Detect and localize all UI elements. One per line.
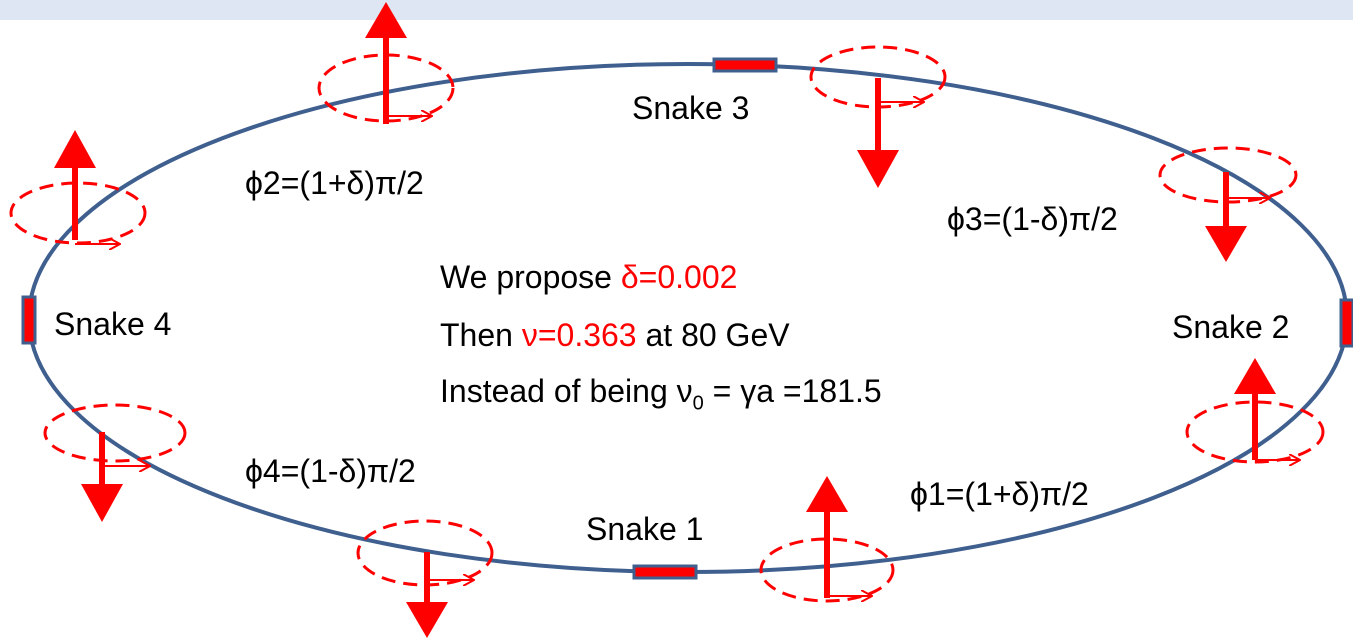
snake-2-marker [1339,298,1353,348]
proposal-line: We propose δ=0.002 [440,261,737,293]
bottom-text-clip [0,617,1353,639]
tune-value: ν=0.363 [521,317,637,353]
spin-down-arrowhead-icon [1205,226,1247,262]
title-bar [0,0,1353,20]
snake-4-label: Snake 4 [54,306,172,342]
comparison-suffix: = γa =181.5 [703,373,882,409]
spin-group-top-left [317,2,455,124]
precession-ellipse-icon [356,519,494,587]
spin-up-arrowhead-icon [806,476,848,512]
spin-group-bottom-left [356,519,494,638]
spin-group-bottom-right [759,476,895,603]
proposal-prefix: We propose [440,259,621,295]
precession-ellipse-icon [1185,400,1325,464]
spin-down-arrowhead-icon [81,484,123,522]
spin-down-arrowhead-icon [857,150,899,188]
tune-suffix: at 80 GeV [636,317,790,353]
tune-line: Then ν=0.363 at 80 GeV [440,319,790,351]
spin-down-arrowhead-icon [406,602,448,638]
phase-3-label: ϕ3=(1-δ)π/2 [947,201,1118,237]
comparison-subscript: 0 [692,392,704,415]
snake-3-label: Snake 3 [632,90,750,126]
spin-group-right-lower [1185,358,1325,464]
snake-3-marker [712,57,778,73]
snake-1-label: Snake 1 [586,511,704,547]
precession-ellipse-icon [43,403,187,463]
tune-prefix: Then [440,317,522,353]
spin-up-arrowhead-icon [365,2,407,38]
phase-2-label: ϕ2=(1+δ)π/2 [245,165,424,201]
spin-group-top-right [809,45,947,188]
phase-1-label: ϕ1=(1+δ)π/2 [910,476,1089,512]
spin-up-arrowhead-icon [54,130,96,168]
spin-group-left-lower [43,403,187,522]
spin-up-arrowhead-icon [1234,358,1276,394]
comparison-prefix: Instead of being ν [440,373,693,409]
comparison-line: Instead of being ν0 = γa =181.5 [440,375,882,413]
precession-ellipse-icon [759,537,895,603]
snake-1-marker [632,564,698,580]
snake-4-marker [21,295,37,345]
delta-value: δ=0.002 [620,259,738,295]
phase-4-label: ϕ4=(1-δ)π/2 [245,453,416,489]
spin-group-left-upper [9,130,147,244]
snake-2-label: Snake 2 [1172,309,1290,345]
spin-group-right-upper [1158,146,1298,262]
